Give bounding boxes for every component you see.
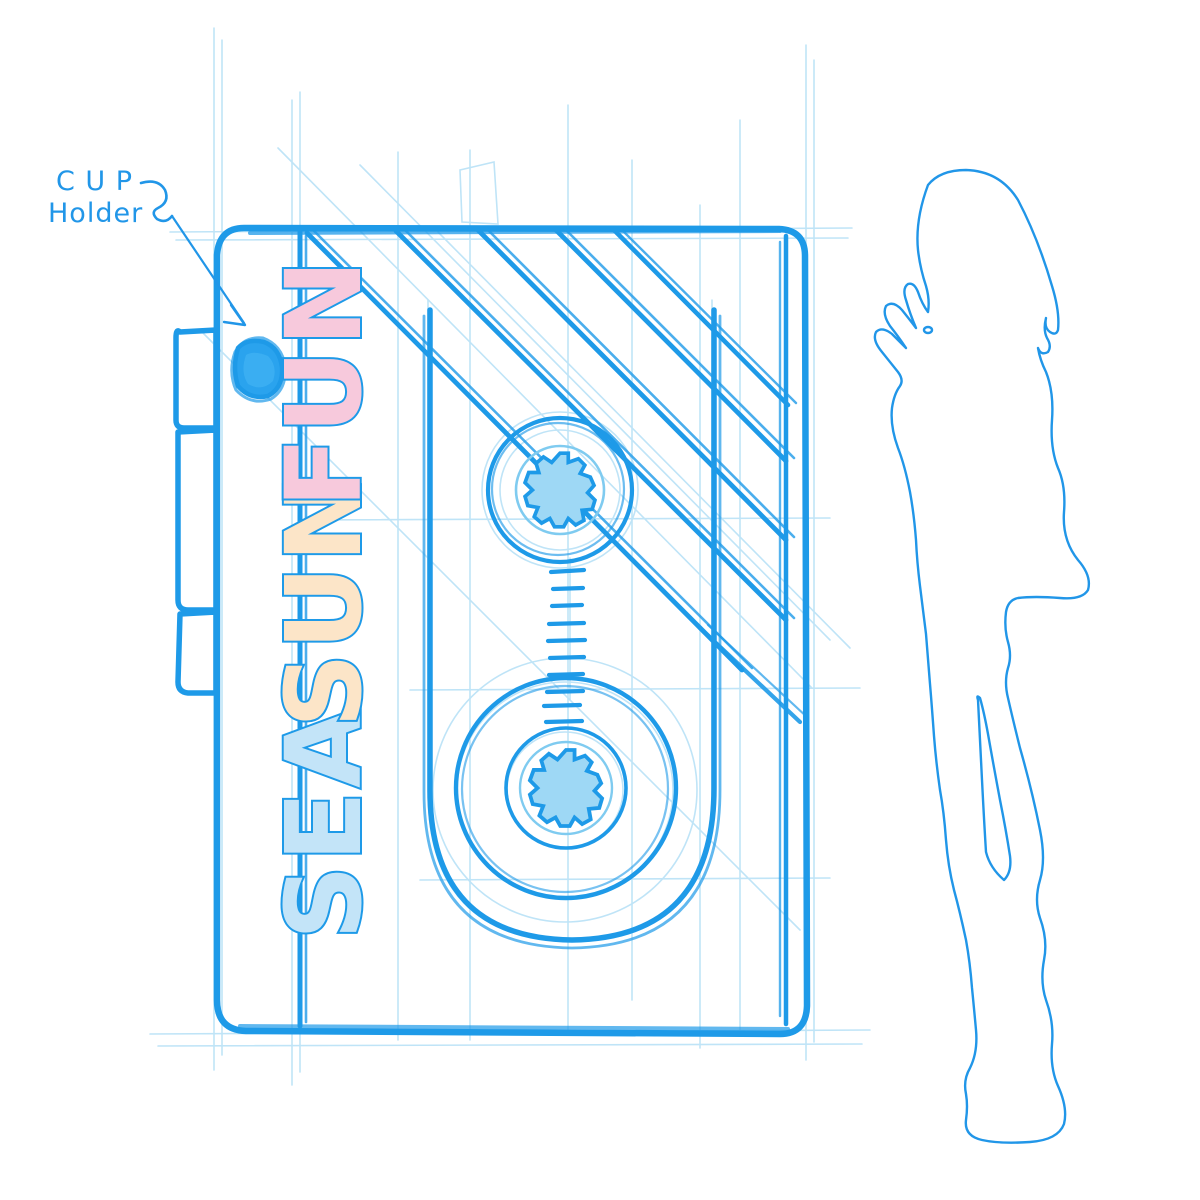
upper-reel-hub [523, 451, 597, 529]
human-scale-figure [873, 168, 1091, 1144]
figure-leg-gap [976, 695, 1012, 882]
callout-label-line-1: C U P [56, 166, 133, 197]
brand-text-group: SEA SUN FUN [261, 254, 387, 942]
diagonal-stripes [304, 225, 810, 725]
figure-silhouette [873, 168, 1091, 1144]
side-tabs-group[interactable] [173, 327, 219, 696]
side-tab-2[interactable] [175, 427, 219, 613]
callout-label-line-2: Holder [48, 198, 143, 229]
cassette-inner-panel [297, 229, 789, 1029]
brand-word-sea: SEA [263, 705, 385, 940]
callout-arrow-head [222, 303, 247, 327]
upper-reel [485, 415, 635, 565]
figure-detail-dot [922, 325, 934, 335]
lower-reel-hub [528, 748, 604, 828]
side-tab-1[interactable] [173, 327, 219, 431]
tape-tick-marks [541, 567, 588, 725]
construction-guide-lines [149, 27, 871, 1086]
brand-word-sun: SUN [263, 473, 385, 728]
cassette-body-outline [213, 224, 811, 1038]
cup-holder-callout: C U P Holder [48, 166, 247, 327]
side-tab-3[interactable] [175, 609, 219, 696]
cup-holder-knob[interactable] [230, 336, 287, 403]
tape-window [422, 307, 722, 950]
lower-reel [453, 675, 679, 901]
brand-word-fun: FUN [263, 256, 385, 508]
